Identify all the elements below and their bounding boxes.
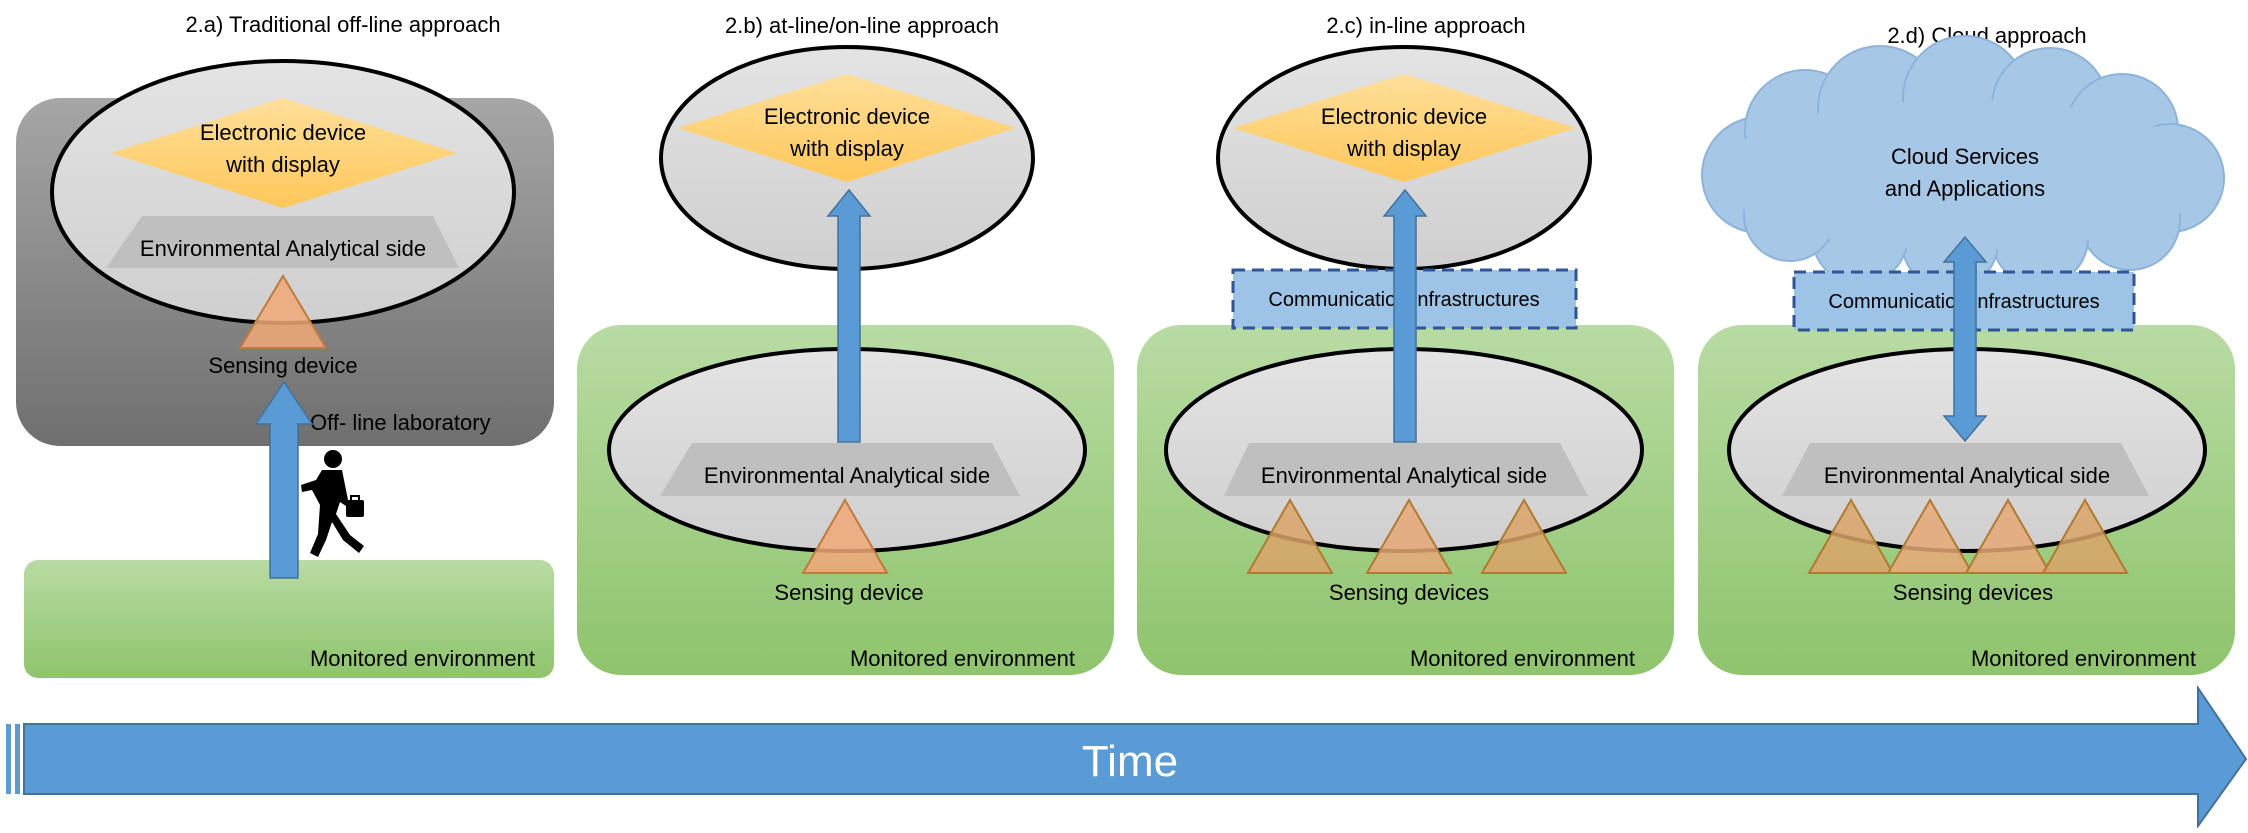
monitored-environment-label: Monitored environment (850, 646, 1075, 671)
panel-a: 2.a) Traditional off-line approach Elect… (16, 12, 554, 678)
bidirectional-arrow (1942, 235, 1988, 443)
text-line: with display (1346, 136, 1461, 161)
cloud-body (1715, 100, 2215, 250)
data-transfer-arrow (826, 188, 872, 443)
electronic-device-label: Electronic device with display (764, 104, 930, 161)
time-arrow-tail-bar (6, 724, 11, 794)
time-label: Time (1082, 737, 1178, 786)
sample-transport-arrow (254, 380, 314, 579)
electronic-device-label: Electronic device with display (1321, 104, 1487, 161)
text-line: with display (789, 136, 904, 161)
analytical-side-label: Environmental Analytical side (140, 236, 426, 261)
text-line: Electronic device (1321, 104, 1487, 129)
electronic-device-diamond (678, 74, 1016, 182)
monitored-environment-label: Monitored environment (310, 646, 535, 671)
text-line: Electronic device (764, 104, 930, 129)
analytical-side-label: Environmental Analytical side (704, 463, 990, 488)
walking-person-icon (301, 450, 364, 557)
electronic-device-diamond (1233, 74, 1576, 182)
sensing-device-triangle (2041, 497, 2129, 574)
monitored-environment-label: Monitored environment (1410, 646, 1635, 671)
cloud-services-label: Cloud Services and Applications (1885, 144, 2045, 201)
text-line: Electronic device (200, 120, 366, 145)
sensing-device-triangle (1807, 497, 1895, 574)
text-line: Cloud Services (1891, 144, 2039, 169)
time-arrow: Time (6, 684, 2248, 830)
sensing-device-triangle (1886, 497, 1974, 574)
offline-laboratory-label: Off- line laboratory (310, 410, 491, 435)
panel-c: 2.c) in-line approach Electronic device w… (1137, 13, 1674, 675)
sensing-device-triangle (1480, 497, 1568, 574)
sensing-devices-label: Sensing devices (1329, 580, 1489, 605)
sensing-device-triangle (1365, 497, 1453, 574)
sensing-device-label: Sensing device (208, 353, 357, 378)
time-arrow-tail-bar (15, 724, 20, 794)
monitored-environment-label: Monitored environment (1971, 646, 2196, 671)
data-transfer-arrow (1382, 188, 1428, 443)
text-line: and Applications (1885, 176, 2045, 201)
sensing-device-label: Sensing device (774, 580, 923, 605)
electronic-device-label: Electronic device with display (200, 120, 366, 177)
sensing-device-triangle (1246, 497, 1334, 574)
electronic-device-diamond (111, 98, 457, 208)
sensing-devices-label: Sensing devices (1893, 580, 2053, 605)
text-line: with display (225, 152, 340, 177)
sensing-device-triangle (1964, 497, 2052, 574)
analytical-side-platform (660, 443, 1020, 496)
panel-c-title: 2.c) in-line approach (1326, 13, 1525, 38)
analytical-side-label: Environmental Analytical side (1261, 463, 1547, 488)
monitored-environment-box (24, 560, 554, 678)
analytical-side-platform (1224, 443, 1588, 496)
sensing-device-triangle (801, 497, 889, 574)
analytical-side-label: Environmental Analytical side (1824, 463, 2110, 488)
sensing-device-triangle (238, 274, 328, 349)
analytical-side-platform (106, 216, 459, 268)
time-arrow-body (23, 684, 2248, 830)
analytical-side-platform (1782, 443, 2149, 496)
panel-b-title: 2.b) at-line/on-line approach (725, 13, 999, 38)
panel-a-title: 2.a) Traditional off-line approach (185, 12, 500, 37)
panel-b: 2.b) at-line/on-line approach Electronic… (577, 13, 1114, 675)
